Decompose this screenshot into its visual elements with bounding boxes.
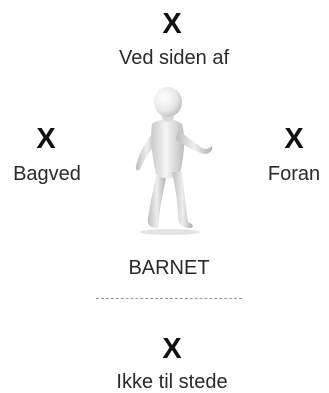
right-x-mark: X (284, 123, 304, 155)
bottom-x-mark: X (162, 333, 182, 365)
3d-person-walking-icon (135, 87, 213, 235)
center-child-label: BARNET (128, 257, 210, 279)
left-x-mark: X (36, 123, 56, 155)
bottom-position-label: Ikke til stede (116, 371, 228, 393)
top-position-label: Ved siden af (118, 47, 230, 69)
top-x-mark: X (162, 8, 182, 40)
right-position-label: Foran (267, 163, 321, 185)
dashed-divider (96, 298, 242, 299)
left-position-label: Bagved (13, 163, 81, 185)
